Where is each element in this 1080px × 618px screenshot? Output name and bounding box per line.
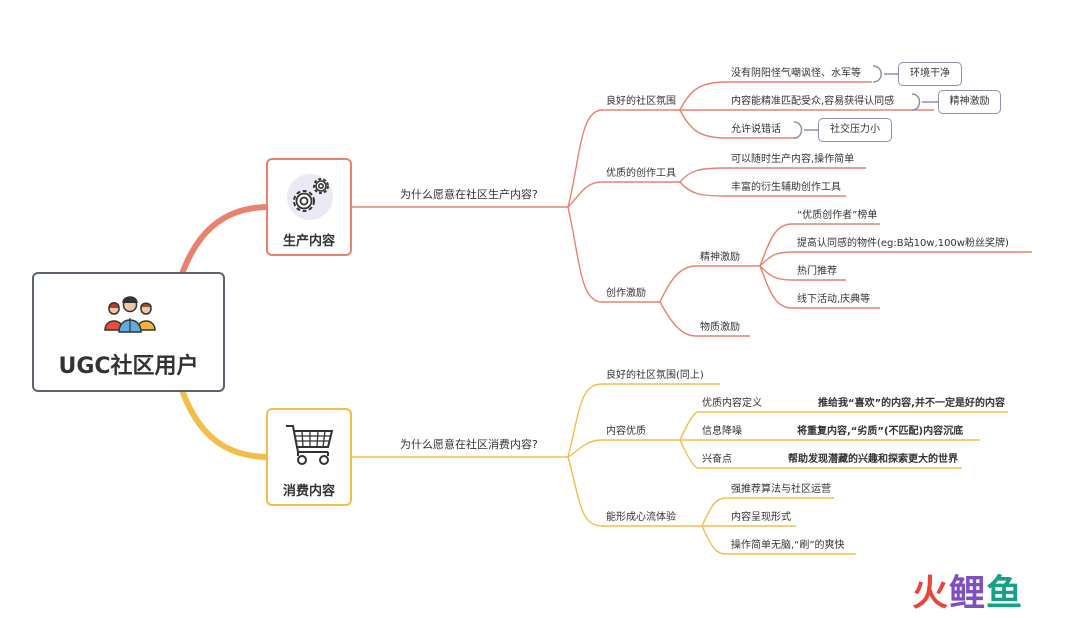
connector-sp-3 bbox=[759, 265, 793, 281]
connector-to-c-atmosphere bbox=[567, 383, 603, 458]
topic-incentive[interactable]: 创作激励 bbox=[606, 288, 646, 299]
connector-q-1 bbox=[679, 411, 699, 441]
result-box-social[interactable]: 社交压力小 bbox=[818, 118, 892, 142]
produce-node[interactable]: 生产内容 bbox=[266, 158, 352, 256]
watermark-part-2: 鲤 bbox=[949, 573, 987, 614]
bracket-2 bbox=[911, 93, 938, 111]
connector-f-3 bbox=[701, 525, 727, 555]
produce-question[interactable]: 为什么愿意在社区生产内容? bbox=[400, 188, 538, 201]
quality-desc-2[interactable]: 将重复内容,“劣质”(不匹配)内容沉底 bbox=[797, 426, 964, 437]
connector-atm-1 bbox=[679, 81, 727, 111]
connector-inc-spiritual bbox=[659, 265, 697, 303]
topic-flow[interactable]: 能形成心流体验 bbox=[606, 512, 676, 523]
connector-q-3 bbox=[679, 439, 699, 469]
flow-item-3[interactable]: 操作简单无脑,“刷”的爽快 bbox=[731, 540, 845, 551]
connector-inc-material bbox=[659, 301, 697, 337]
connector-sp-4 bbox=[759, 265, 793, 309]
produce-label: 生产内容 bbox=[282, 234, 335, 249]
watermark-part-1: 火 bbox=[912, 573, 950, 614]
connector-to-atmosphere bbox=[567, 109, 603, 208]
spiritual-item-2[interactable]: 提高认同感的物件(eg:B站10w,100w粉丝奖牌) bbox=[797, 238, 1009, 249]
atmosphere-item-2[interactable]: 内容能精准匹配受众,容易获得认同感 bbox=[731, 96, 895, 107]
topic-c-atmosphere[interactable]: 良好的社区氛围(同上) bbox=[606, 370, 704, 381]
connector-f-1 bbox=[701, 497, 727, 527]
connector-atm-3 bbox=[679, 109, 727, 139]
result-box-clean[interactable]: 环境干净 bbox=[898, 62, 962, 86]
result-box-spiritual[interactable]: 精神激励 bbox=[938, 90, 1001, 114]
users-icon bbox=[104, 296, 156, 333]
tools-item-2[interactable]: 丰富的衍生辅助创作工具 bbox=[731, 182, 841, 193]
connector-to-quality bbox=[567, 439, 603, 458]
flow-item-1[interactable]: 强推荐算法与社区运营 bbox=[731, 484, 831, 495]
connector-tools-1 bbox=[679, 167, 727, 183]
shopping-cart-icon bbox=[286, 425, 334, 465]
connector-to-incentive bbox=[567, 206, 603, 303]
bracket-1 bbox=[872, 65, 898, 83]
quality-desc-3[interactable]: 帮助发现潜藏的兴趣和探索更大的世界 bbox=[788, 454, 958, 465]
root-node[interactable]: UGC社区用户 bbox=[32, 272, 225, 392]
connector-sp-1 bbox=[759, 223, 793, 267]
consume-node[interactable]: 消费内容 bbox=[266, 408, 352, 506]
flow-item-2[interactable]: 内容呈现形式 bbox=[731, 512, 791, 523]
tools-item-1[interactable]: 可以随时生产内容,操作简单 bbox=[731, 154, 855, 165]
consume-label: 消费内容 bbox=[282, 484, 335, 499]
watermark-logo: 火鲤鱼 bbox=[912, 574, 1023, 614]
connector-tools-2 bbox=[679, 181, 727, 197]
quality-desc-1[interactable]: 推给我“喜欢”的内容,并不一定是好的内容 bbox=[818, 398, 1005, 409]
topic-tools[interactable]: 优质的创作工具 bbox=[606, 168, 676, 179]
connector-to-tools bbox=[567, 181, 603, 208]
topic-atmosphere[interactable]: 良好的社区氛围 bbox=[606, 96, 676, 107]
atmosphere-item-3[interactable]: 允许说错话 bbox=[731, 124, 781, 135]
connector-sp-2 bbox=[759, 251, 793, 267]
spiritual-item-4[interactable]: 线下活动,庆典等 bbox=[797, 294, 871, 305]
topic-quality[interactable]: 内容优质 bbox=[606, 426, 646, 437]
connector-to-flow bbox=[567, 456, 603, 527]
incentive-material[interactable]: 物质激励 bbox=[700, 322, 740, 333]
watermark-part-3: 鱼 bbox=[986, 573, 1024, 614]
quality-item-3[interactable]: 兴奋点 bbox=[702, 454, 732, 465]
connector-root-consume bbox=[179, 388, 267, 460]
gears-icon bbox=[287, 174, 333, 220]
connector-root-produce bbox=[179, 204, 267, 276]
spiritual-item-3[interactable]: 热门推荐 bbox=[797, 266, 837, 277]
bracket-3 bbox=[793, 121, 818, 139]
incentive-spiritual[interactable]: 精神激励 bbox=[700, 252, 740, 263]
root-label: UGC社区用户 bbox=[58, 354, 199, 379]
quality-item-1[interactable]: 优质内容定义 bbox=[702, 398, 762, 409]
quality-item-2[interactable]: 信息降噪 bbox=[702, 426, 742, 437]
consume-question[interactable]: 为什么愿意在社区消费内容? bbox=[400, 438, 538, 451]
atmosphere-item-1[interactable]: 没有阴阳怪气嘲讽怪、水军等 bbox=[731, 68, 861, 79]
spiritual-item-1[interactable]: “优质创作者”榜单 bbox=[797, 210, 878, 221]
